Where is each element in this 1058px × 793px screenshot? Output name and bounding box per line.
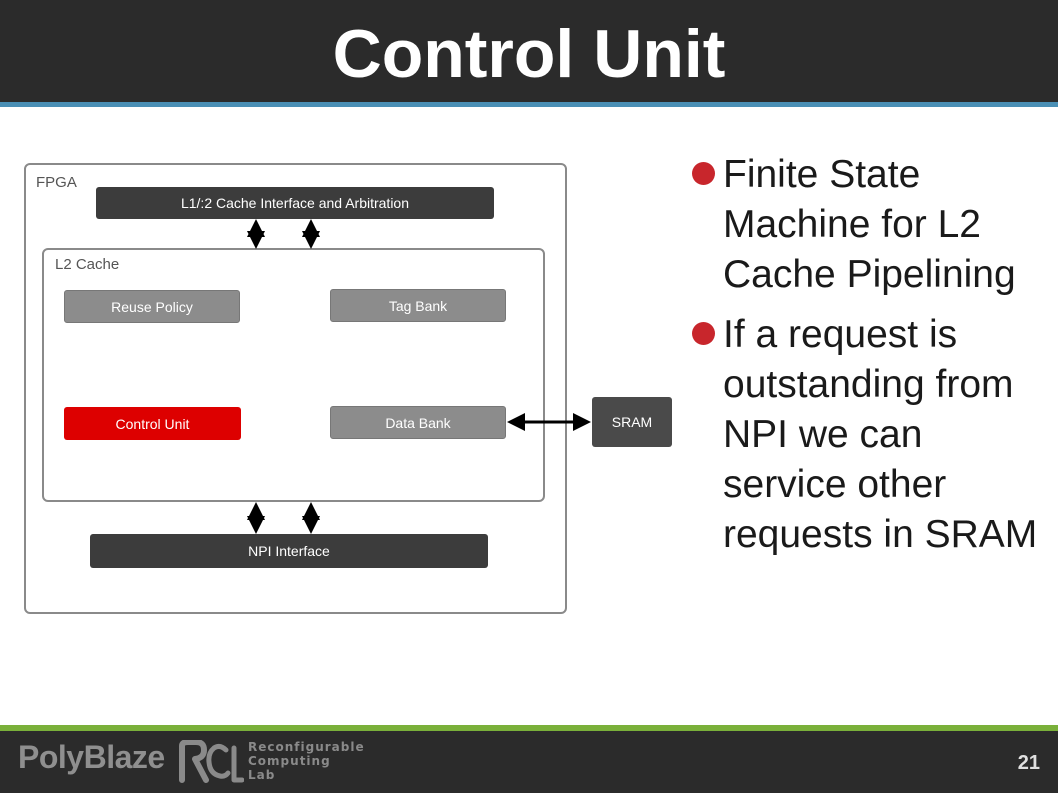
fpga-label: FPGA [36,174,77,191]
reuse-policy-block: Reuse Policy [64,290,240,323]
bullet-dot-icon [692,162,715,185]
sram-block: SRAM [592,397,672,447]
lab-name-line: Computing [248,754,331,768]
data-bank-block: Data Bank [330,406,506,439]
bullet-list: Finite State Machine for L2 Cache Pipeli… [690,150,1050,570]
npi-interface-block: NPI Interface [90,534,488,568]
footer-stripe [0,725,1058,731]
l2-cache-frame [42,248,545,502]
header-stripe [0,102,1058,107]
tag-bank-block: Tag Bank [330,289,506,322]
polyblaze-logo: PolyBlaze [18,739,165,775]
lab-name-line: Lab [248,768,276,782]
bullet-text: Finite State Machine for L2 Cache Pipeli… [723,153,1016,296]
page-number: 21 [1017,752,1040,774]
rcl-logo-icon [179,740,244,783]
lab-name-line: Reconfigurable [248,740,365,754]
header-bar [0,0,1058,102]
bullet-dot-icon [692,322,715,345]
l2-cache-label: L2 Cache [55,256,120,273]
cache-interface-block: L1/:2 Cache Interface and Arbitration [96,187,494,219]
bullet-item: If a request is outstanding from NPI we … [690,310,1050,560]
bullet-item: Finite State Machine for L2 Cache Pipeli… [690,150,1050,300]
footer-bar [0,731,1058,793]
bullet-text: If a request is outstanding from NPI we … [723,313,1038,556]
lab-name: Reconfigurable Computing Lab [248,740,365,782]
slide-title: Control Unit [332,16,726,92]
control-unit-block: Control Unit [64,407,241,440]
